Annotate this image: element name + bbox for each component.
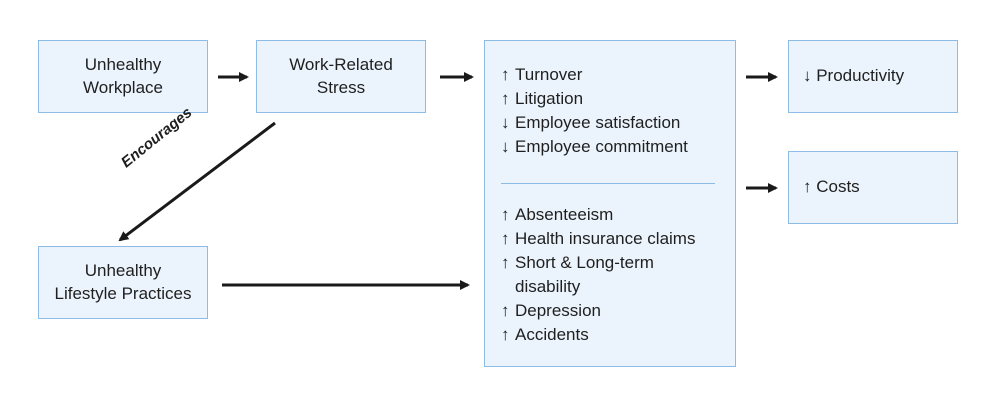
productivity-box: ↓ Productivity xyxy=(788,40,958,113)
trend-arrow-icon: ↑ xyxy=(501,89,510,108)
box-line: Work-Related xyxy=(289,55,393,75)
box-line: Unhealthy xyxy=(84,55,162,75)
trend-arrow-icon: ↑ xyxy=(501,325,510,344)
costs-box: ↑ Costs xyxy=(788,151,958,224)
outcome-item: ↑ Short & Long-term disability xyxy=(501,251,695,299)
trend-arrow-icon: ↓ xyxy=(501,137,510,156)
outcome-item: ↑ Litigation xyxy=(501,87,688,111)
outcome-text-continued: disability xyxy=(515,277,581,296)
outcome-item: ↓ Employee commitment xyxy=(501,135,688,159)
outcome-text: Employee satisfaction xyxy=(515,113,681,132)
outcome-item: ↑ Accidents xyxy=(501,323,695,347)
outcome-item: ↑ Depression xyxy=(501,299,695,323)
arrow-stress-to-lifestyle xyxy=(118,121,276,242)
outcome-text: Accidents xyxy=(515,325,589,344)
outcomes-box: ↑ Turnover ↑ Litigation ↓ Employee satisfac… xyxy=(484,40,736,367)
trend-arrow-icon: ↑ xyxy=(501,253,510,272)
trend-arrow-icon: ↑ xyxy=(501,229,510,248)
trend-arrow-icon: ↑ xyxy=(501,205,510,224)
outcome-text: Short & Long-term xyxy=(515,253,654,272)
box-line: Workplace xyxy=(83,77,163,97)
outcome-item: ↑ Turnover xyxy=(501,63,688,87)
outcomes-bottom-list: ↑ Absenteeism ↑ Health insurance claims ↑ S… xyxy=(501,203,695,347)
trend-arrow-icon: ↓ xyxy=(501,113,510,132)
costs-label: ↑ Costs xyxy=(803,177,860,197)
outcome-text: Litigation xyxy=(515,89,584,108)
outcome-text: Health insurance claims xyxy=(515,229,696,248)
trend-arrow-icon: ↑ xyxy=(501,65,510,84)
trend-arrow-icon: ↑ xyxy=(501,301,510,320)
productivity-label: ↓ Productivity xyxy=(803,66,905,86)
box-line: Stress xyxy=(316,77,366,97)
outcome-item: ↑ Health insurance claims xyxy=(501,227,695,251)
outcome-text: Turnover xyxy=(515,65,583,84)
outcome-text: Employee commitment xyxy=(515,137,688,156)
divider xyxy=(501,183,715,184)
outcome-text: Depression xyxy=(515,301,601,320)
box-line: Lifestyle Practices xyxy=(54,283,192,303)
outcome-item: ↓ Employee satisfaction xyxy=(501,111,688,135)
box-line: Unhealthy xyxy=(84,261,162,281)
outcomes-top-list: ↑ Turnover ↑ Litigation ↓ Employee satisfac… xyxy=(501,63,688,159)
outcome-item: ↑ Absenteeism xyxy=(501,203,695,227)
outcome-text: Absenteeism xyxy=(515,205,614,224)
